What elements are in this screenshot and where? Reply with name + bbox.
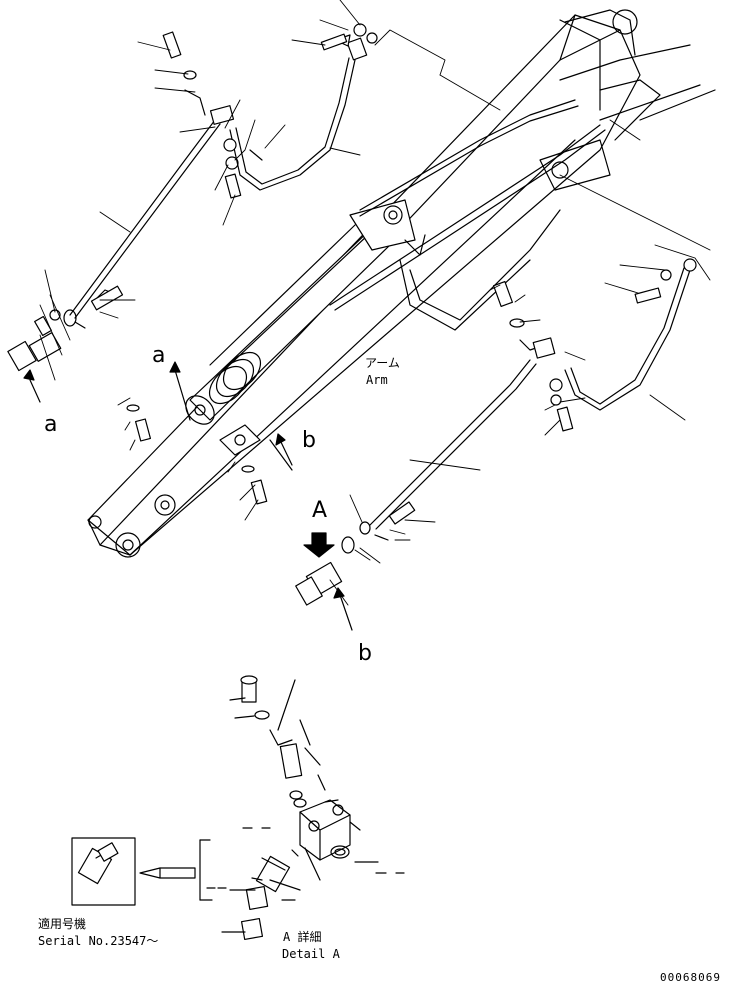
detail-label-jp: A 詳細 — [283, 930, 322, 944]
washers-and-bolts — [126, 404, 268, 505]
arm-body — [87, 9, 661, 558]
serial-label-jp: 適用号機 — [38, 917, 87, 931]
bucket-cylinder — [185, 199, 426, 425]
right-hose-assembly — [295, 258, 697, 606]
label-b-center: b — [302, 428, 316, 453]
arm-pipe-lines — [329, 44, 716, 331]
drawing-id: 00068069 — [660, 971, 721, 984]
arm-label-jp: アーム — [365, 356, 400, 370]
arm-label-en: Arm — [366, 373, 388, 387]
label-dashes — [99, 827, 405, 899]
serial-inset — [71, 837, 196, 906]
label-a-center: a — [152, 343, 166, 368]
detail-a-view — [199, 675, 379, 941]
label-a-left: a — [44, 412, 58, 437]
detail-label-en: Detail A — [282, 947, 340, 961]
serial-label-en: Serial No.23547～ — [38, 934, 159, 948]
left-hose-assembly — [7, 23, 378, 372]
label-b-lower: b — [358, 641, 372, 666]
clamp-bracket — [219, 424, 261, 456]
leader-lines — [39, 0, 711, 606]
label-A-arrow: A — [312, 498, 328, 523]
